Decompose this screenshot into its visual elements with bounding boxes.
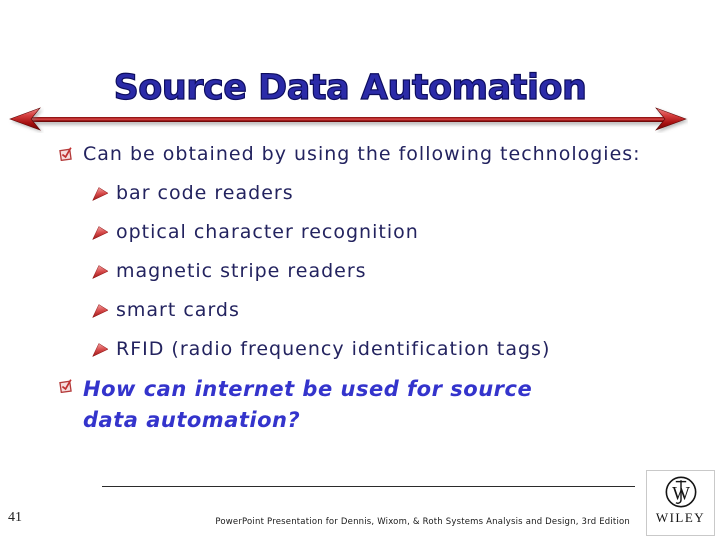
bullet-text: Can be obtained by using the following t… (83, 143, 641, 165)
sub-bullet-text: RFID (radio frequency identification tag… (116, 338, 551, 360)
red-arrow-bullet-icon (92, 304, 109, 318)
bullet-item: Can be obtained by using the following t… (59, 142, 699, 166)
sub-bullet-item: smart cards (92, 298, 240, 322)
red-checkbox-check-icon (59, 147, 72, 161)
sub-bullet-item: RFID (radio frequency identification tag… (92, 337, 550, 361)
wiley-logo: W WILEY (646, 470, 715, 536)
sub-bullet-text: optical character recognition (116, 221, 419, 243)
footer-line-1: PowerPoint Presentation for Dennis, Wixo… (215, 517, 630, 527)
slide-page-number: 41 (8, 510, 22, 525)
red-arrow-bullet-icon (92, 265, 109, 279)
wiley-colophon-icon: W (665, 476, 696, 508)
red-arrow-bullet-icon (92, 343, 109, 357)
sub-bullet-item: optical character recognition (92, 220, 419, 244)
sub-bullet-text: smart cards (116, 299, 240, 321)
title-underline-rule (30, 117, 668, 122)
left-arrowhead-icon (9, 107, 41, 131)
bullet-text: How can internet be used for source data… (83, 377, 533, 432)
sub-bullet-item: bar code readers (92, 181, 294, 205)
right-arrowhead-icon (655, 107, 687, 131)
sub-bullet-text: bar code readers (116, 182, 294, 204)
wiley-wordmark: WILEY (655, 510, 706, 525)
red-checkbox-check-icon (59, 379, 72, 393)
footer-credits: PowerPoint Presentation for Dennis, Wixo… (170, 494, 630, 540)
slide-title: Source Data Automation (113, 67, 588, 108)
sub-bullet-text: magnetic stripe readers (116, 260, 367, 282)
red-arrow-bullet-icon (92, 226, 109, 240)
sub-bullet-item: magnetic stripe readers (92, 259, 367, 283)
bullet-item: How can internet be used for source data… (59, 374, 679, 436)
footer-divider (102, 486, 635, 487)
red-arrow-bullet-icon (92, 187, 109, 201)
